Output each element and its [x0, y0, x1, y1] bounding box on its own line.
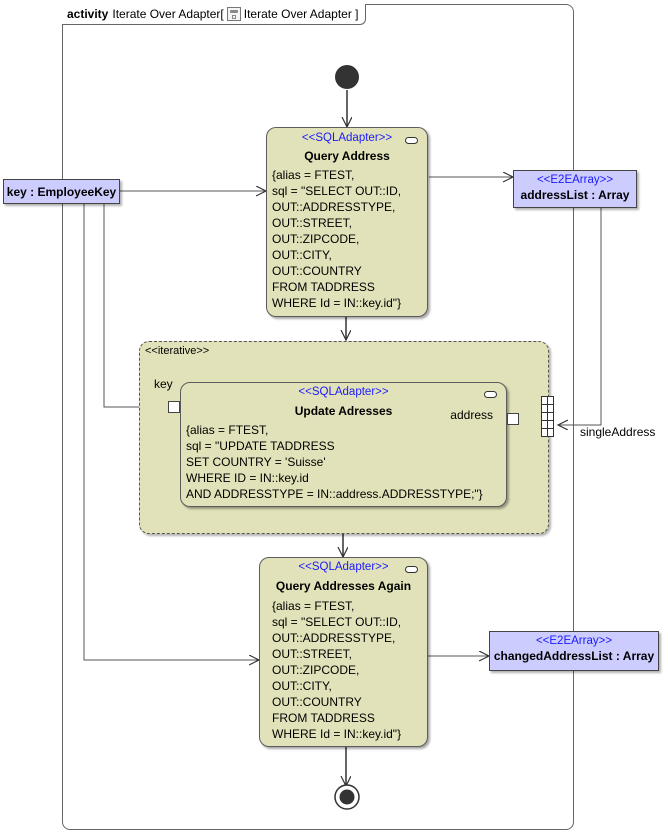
region-stereotype: <<iterative>>: [145, 345, 210, 357]
frame-name: Iterate Over Adapter: [112, 7, 221, 21]
body-line: OUT::ADDRESSTYPE,: [272, 631, 396, 645]
body-line: WHERE Id = IN::key.id"}: [272, 727, 402, 741]
action-query-addresses-again[interactable]: <<SQLAdapter>> Query Addresses Again {al…: [259, 557, 428, 747]
body-line: SET COUNTRY = 'Suisse': [186, 455, 326, 469]
body-line: {alias = FTEST,: [272, 168, 355, 182]
body-line: OUT::CITY,: [272, 679, 332, 693]
query-again-stereotype: <<SQLAdapter>>: [298, 561, 389, 573]
object-address-list[interactable]: <<E2EArray>> addressList : Array: [513, 170, 637, 208]
body-line: WHERE Id = IN::key.id"}: [272, 296, 402, 310]
initial-node[interactable]: [335, 65, 359, 89]
changed-address-list-label: changedAddressList : Array: [493, 649, 655, 663]
action-update-adresses[interactable]: <<SQLAdapter>> Update Adresses address {…: [180, 382, 507, 507]
body-line: sql = "SELECT OUT::ID,: [272, 615, 402, 629]
body-line: OUT::ZIPCODE,: [272, 232, 360, 246]
parameter-key-label: key : EmployeeKey: [6, 185, 117, 199]
query-address-stereotype: <<SQLAdapter>>: [301, 132, 393, 144]
key-input-pin[interactable]: [168, 401, 180, 413]
object-changed-address-list[interactable]: <<E2EArray>> changedAddressList : Array: [489, 631, 659, 671]
rake-icon: [484, 391, 497, 398]
behavior-icon: [226, 7, 241, 21]
body-line: WHERE ID = IN::key.id: [186, 471, 309, 485]
parameter-key-type: EmployeeKey: [37, 185, 117, 199]
frame-behavior: Iterate Over Adapter: [243, 7, 352, 21]
activity-final-node-inner: [339, 789, 355, 805]
body-line: OUT::COUNTRY: [272, 264, 362, 278]
rake-icon: [405, 566, 418, 573]
body-line: OUT::ADDRESSTYPE,: [272, 200, 396, 214]
address-input-pin[interactable]: [507, 413, 519, 425]
update-adresses-stereotype: <<SQLAdapter>>: [298, 386, 389, 398]
body-line: OUT::STREET,: [272, 647, 353, 661]
body-line: AND ADDRESSTYPE = IN::address.ADDRESSTYP…: [186, 487, 483, 501]
address-pin-label: address: [450, 408, 493, 422]
query-again-body: {alias = FTEST, sql = "SELECT OUT::ID, O…: [272, 598, 401, 742]
action-query-address[interactable]: <<SQLAdapter>> Query Address {alias = FT…: [266, 127, 428, 317]
query-again-name: Query Addresses Again: [275, 579, 412, 593]
body-line: sql = "UPDATE TADDRESS: [186, 439, 335, 453]
body-line: FROM TADDRESS: [272, 711, 375, 725]
body-line: sql = "SELECT OUT::ID,: [272, 184, 402, 198]
flow-key-to-query-again[interactable]: [83, 204, 259, 660]
frame-header: activity Iterate Over Adapter[Iterate Ov…: [62, 4, 366, 25]
expansion-node[interactable]: [541, 396, 555, 438]
body-line: OUT::ZIPCODE,: [272, 663, 360, 677]
body-line: OUT::COUNTRY: [272, 695, 362, 709]
body-line: {alias = FTEST,: [186, 423, 269, 437]
update-adresses-name: Update Adresses: [294, 404, 393, 418]
flow-addresslist-to-expansion[interactable]: [558, 208, 602, 425]
key-pin-label: key: [154, 377, 173, 391]
query-address-name: Query Address: [304, 149, 390, 163]
parameter-key-name: key: [6, 185, 27, 199]
single-address-label: singleAddress: [580, 425, 656, 439]
parameter-key[interactable]: key : EmployeeKey: [3, 179, 120, 204]
rake-icon: [405, 137, 418, 144]
changed-address-list-stereotype: <<E2EArray>>: [535, 635, 613, 647]
query-address-body: {alias = FTEST, sql = "SELECT OUT::ID, O…: [272, 167, 401, 311]
body-line: FROM TADDRESS: [272, 280, 375, 294]
address-list-stereotype: <<E2EArray>>: [536, 174, 614, 186]
body-line: {alias = FTEST,: [272, 599, 355, 613]
frame-keyword: activity: [67, 7, 109, 21]
body-line: OUT::STREET,: [272, 216, 353, 230]
body-line: OUT::CITY,: [272, 248, 332, 262]
address-list-label: addressList : Array: [520, 188, 630, 202]
update-adresses-body: {alias = FTEST, sql = "UPDATE TADDRESS S…: [186, 422, 483, 502]
